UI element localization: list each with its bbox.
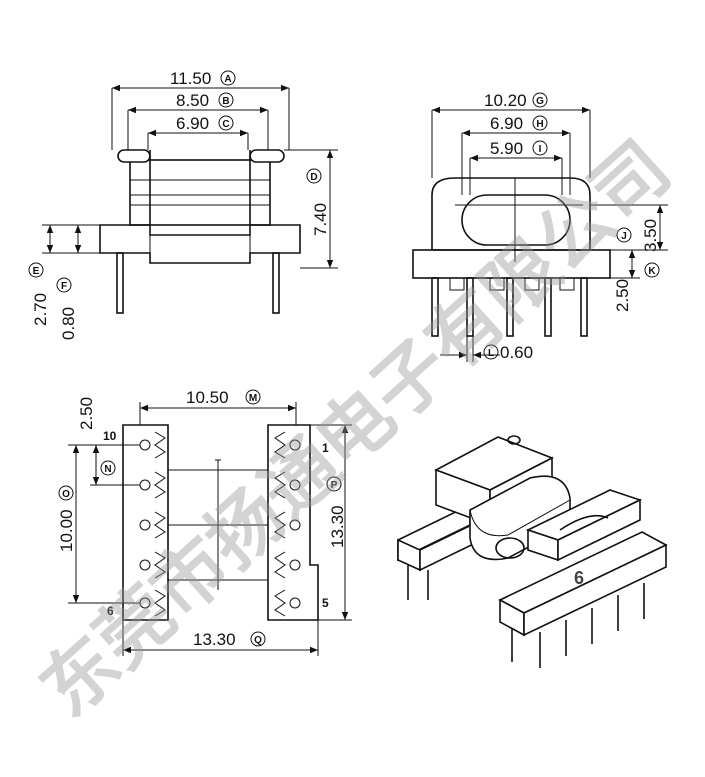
dim-d-tag: D: [310, 172, 317, 183]
dim-e-value: 2.70: [31, 293, 50, 326]
dim-q-value: 13.30: [193, 630, 236, 649]
dim-g-value: 10.20: [484, 91, 527, 110]
dim-a-value: 11.50: [170, 69, 211, 88]
dim-j-tag: J: [621, 231, 627, 242]
dim-h-value: 6.90: [490, 114, 523, 133]
dim-m-value: 10.50: [186, 388, 229, 407]
bottom-view: 10 1 6 5 10.50 M 2.50 N 10.00 O 13.30 P: [57, 388, 352, 656]
watermark: 东莞市扬通电子有限公司: [24, 125, 686, 734]
dim-d-value: 7.40: [311, 203, 330, 236]
isometric-view: 6: [397, 435, 668, 668]
dim-b-tag: B: [222, 96, 229, 107]
dim-q-tag: Q: [254, 635, 262, 646]
dim-j-value: 3.50: [641, 219, 660, 252]
front-view: 11.50 A 8.50 B 6.90 C 7.40 D 2.70 E 0.80…: [28, 69, 338, 340]
dim-n-tag: N: [104, 464, 111, 475]
dim-m-tag: M: [249, 393, 257, 404]
dim-c-tag: C: [222, 119, 229, 130]
pin-label-5: 5: [322, 596, 329, 610]
dim-o-value: 10.00: [57, 509, 76, 552]
dim-k-value: 2.50: [613, 279, 632, 312]
dim-f-tag: F: [61, 281, 67, 292]
dim-e-tag: E: [33, 266, 40, 277]
pin-label-10: 10: [103, 429, 117, 443]
dim-o-tag: O: [62, 489, 70, 500]
dim-p-tag: P: [331, 480, 338, 491]
dim-l-tag: L: [488, 348, 494, 359]
dim-a-tag: A: [224, 74, 231, 85]
pin-label-1: 1: [322, 441, 329, 455]
dim-i-tag: I: [539, 144, 542, 155]
dim-p-value: 13.30: [328, 505, 347, 548]
right-pin-row: [274, 431, 301, 617]
dim-f-value: 0.80: [59, 307, 78, 340]
dim-i-value: 5.90: [490, 139, 523, 158]
dim-h-tag: H: [536, 119, 543, 130]
dim-c-value: 6.90: [176, 114, 209, 133]
iso-pin-label-6: 6: [574, 568, 584, 588]
dim-b-value: 8.50: [176, 91, 209, 110]
dim-n-value: 2.50: [77, 397, 96, 430]
dim-g-tag: G: [536, 96, 544, 107]
dim-l-value: 0.60: [500, 343, 533, 362]
dim-k-tag: K: [648, 266, 656, 277]
side-view: 10.20 G 6.90 H 5.90 I 3.50 J 2.50 K: [412, 91, 668, 362]
pin-label-6: 6: [107, 604, 114, 618]
